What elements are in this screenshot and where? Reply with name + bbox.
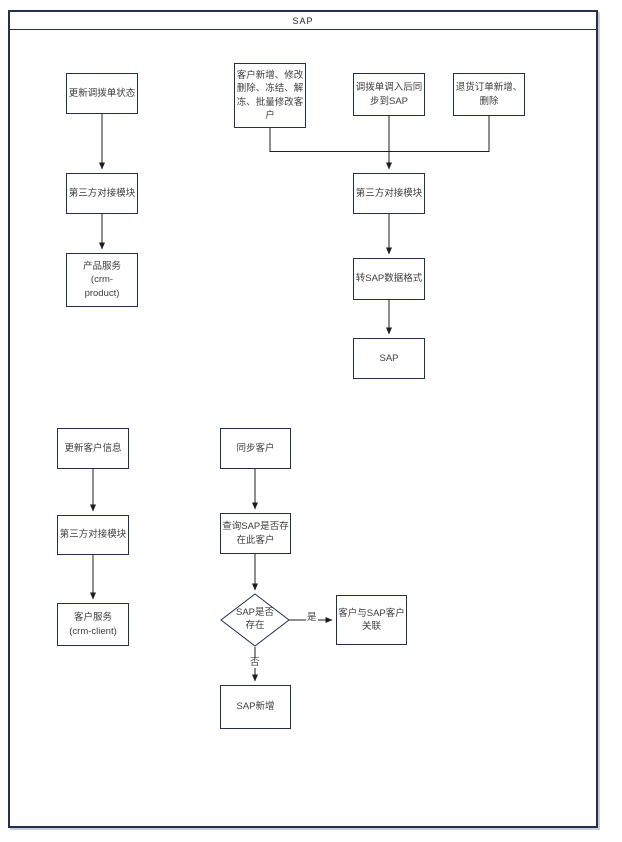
node-return-order-operations[interactable]: 退货订单新增、 删除 [453, 73, 525, 116]
node-sync-customer[interactable]: 同步客户 [220, 428, 291, 469]
node-customer-operations[interactable]: 客户新增、修改 删除、冻结、解 冻、批量修改客 户 [234, 63, 306, 128]
diagram-header: SAP [10, 12, 596, 30]
node-link-customer-sap[interactable]: 客户与SAP客户 关联 [336, 595, 407, 645]
node-third-party-module-left[interactable]: 第三方对接模块 [66, 173, 138, 214]
node-query-sap-exists[interactable]: 查询SAP是否存 在此客户 [220, 513, 291, 554]
node-product-service[interactable]: 产品服务 (crm- product) [66, 253, 138, 307]
node-update-customer-info[interactable]: 更新客户信息 [57, 428, 129, 469]
node-sap-exists-decision[interactable]: SAP是否 存在 [235, 607, 274, 631]
node-customer-service[interactable]: 客户服务 (crm-client) [57, 603, 129, 646]
node-third-party-module-right[interactable]: 第三方对接模块 [353, 173, 425, 214]
diagram-frame: SAP [8, 10, 598, 828]
node-to-sap-format[interactable]: 转SAP数据格式 [353, 258, 425, 300]
node-third-party-module-bottom[interactable]: 第三方对接模块 [57, 515, 129, 555]
edge-label-yes: 是 [306, 612, 318, 624]
diagram-title: SAP [292, 15, 314, 26]
node-update-transfer-status[interactable]: 更新调拨单状态 [66, 73, 138, 114]
edge-label-no: 否 [249, 657, 261, 669]
node-sap[interactable]: SAP [353, 338, 425, 379]
node-sap-add[interactable]: SAP新增 [220, 685, 291, 729]
node-transfer-sync-sap[interactable]: 调拨单调入后同 步到SAP [353, 73, 425, 116]
